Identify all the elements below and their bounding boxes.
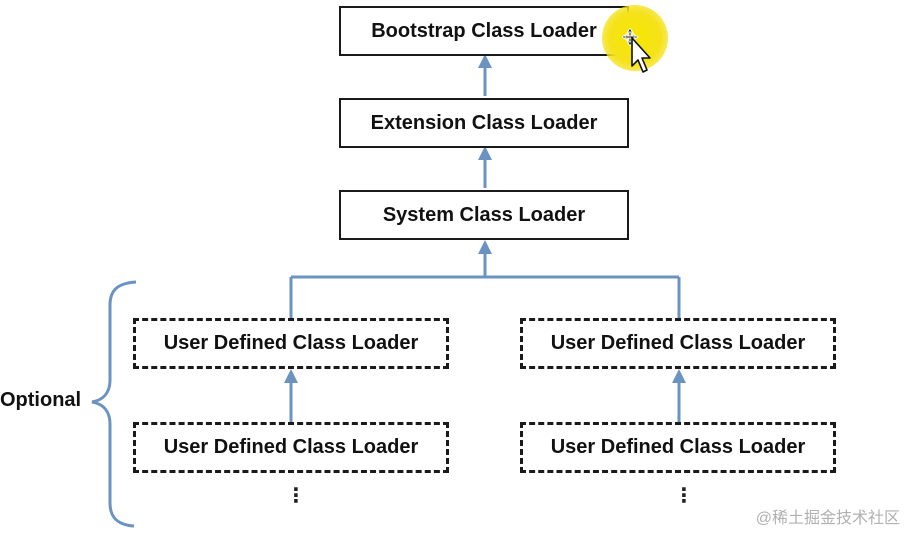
bootstrap-class-loader-label: Bootstrap Class Loader [371,19,597,42]
user-defined-class-loader-label: User Defined Class Loader [163,332,419,354]
bootstrap-class-loader-box: Bootstrap Class Loader [339,6,629,56]
optional-brace [91,280,137,528]
watermark: @稀土掘金技术社区 [755,510,900,527]
system-class-loader-box: System Class Loader [339,190,629,240]
user-defined-class-loader-label: User Defined Class Loader [163,436,419,458]
user-defined-class-loader-box-right-bottom: User Defined Class Loader [520,422,836,473]
ellipsis-right: ⋮ [674,485,694,507]
extension-class-loader-box: Extension Class Loader [339,98,629,148]
move-cursor-icon [622,28,651,73]
arrowhead-system [478,240,492,254]
user-defined-class-loader-box-left-bottom: User Defined Class Loader [133,422,449,473]
ellipsis-left: ⋮ [286,485,306,507]
arrowhead-extension [478,146,492,160]
user-defined-class-loader-label: User Defined Class Loader [550,436,806,458]
arrowhead-right-user-defined [672,369,686,383]
system-class-loader-label: System Class Loader [382,203,586,226]
optional-label: Optional [0,389,82,411]
user-defined-class-loader-label: User Defined Class Loader [550,332,806,354]
extension-class-loader-label: Extension Class Loader [370,111,598,134]
arrowhead-bootstrap [478,54,492,68]
arrowhead-left-user-defined [284,369,298,383]
user-defined-class-loader-box-right-top: User Defined Class Loader [520,318,836,369]
user-defined-class-loader-box-left-top: User Defined Class Loader [133,318,449,369]
